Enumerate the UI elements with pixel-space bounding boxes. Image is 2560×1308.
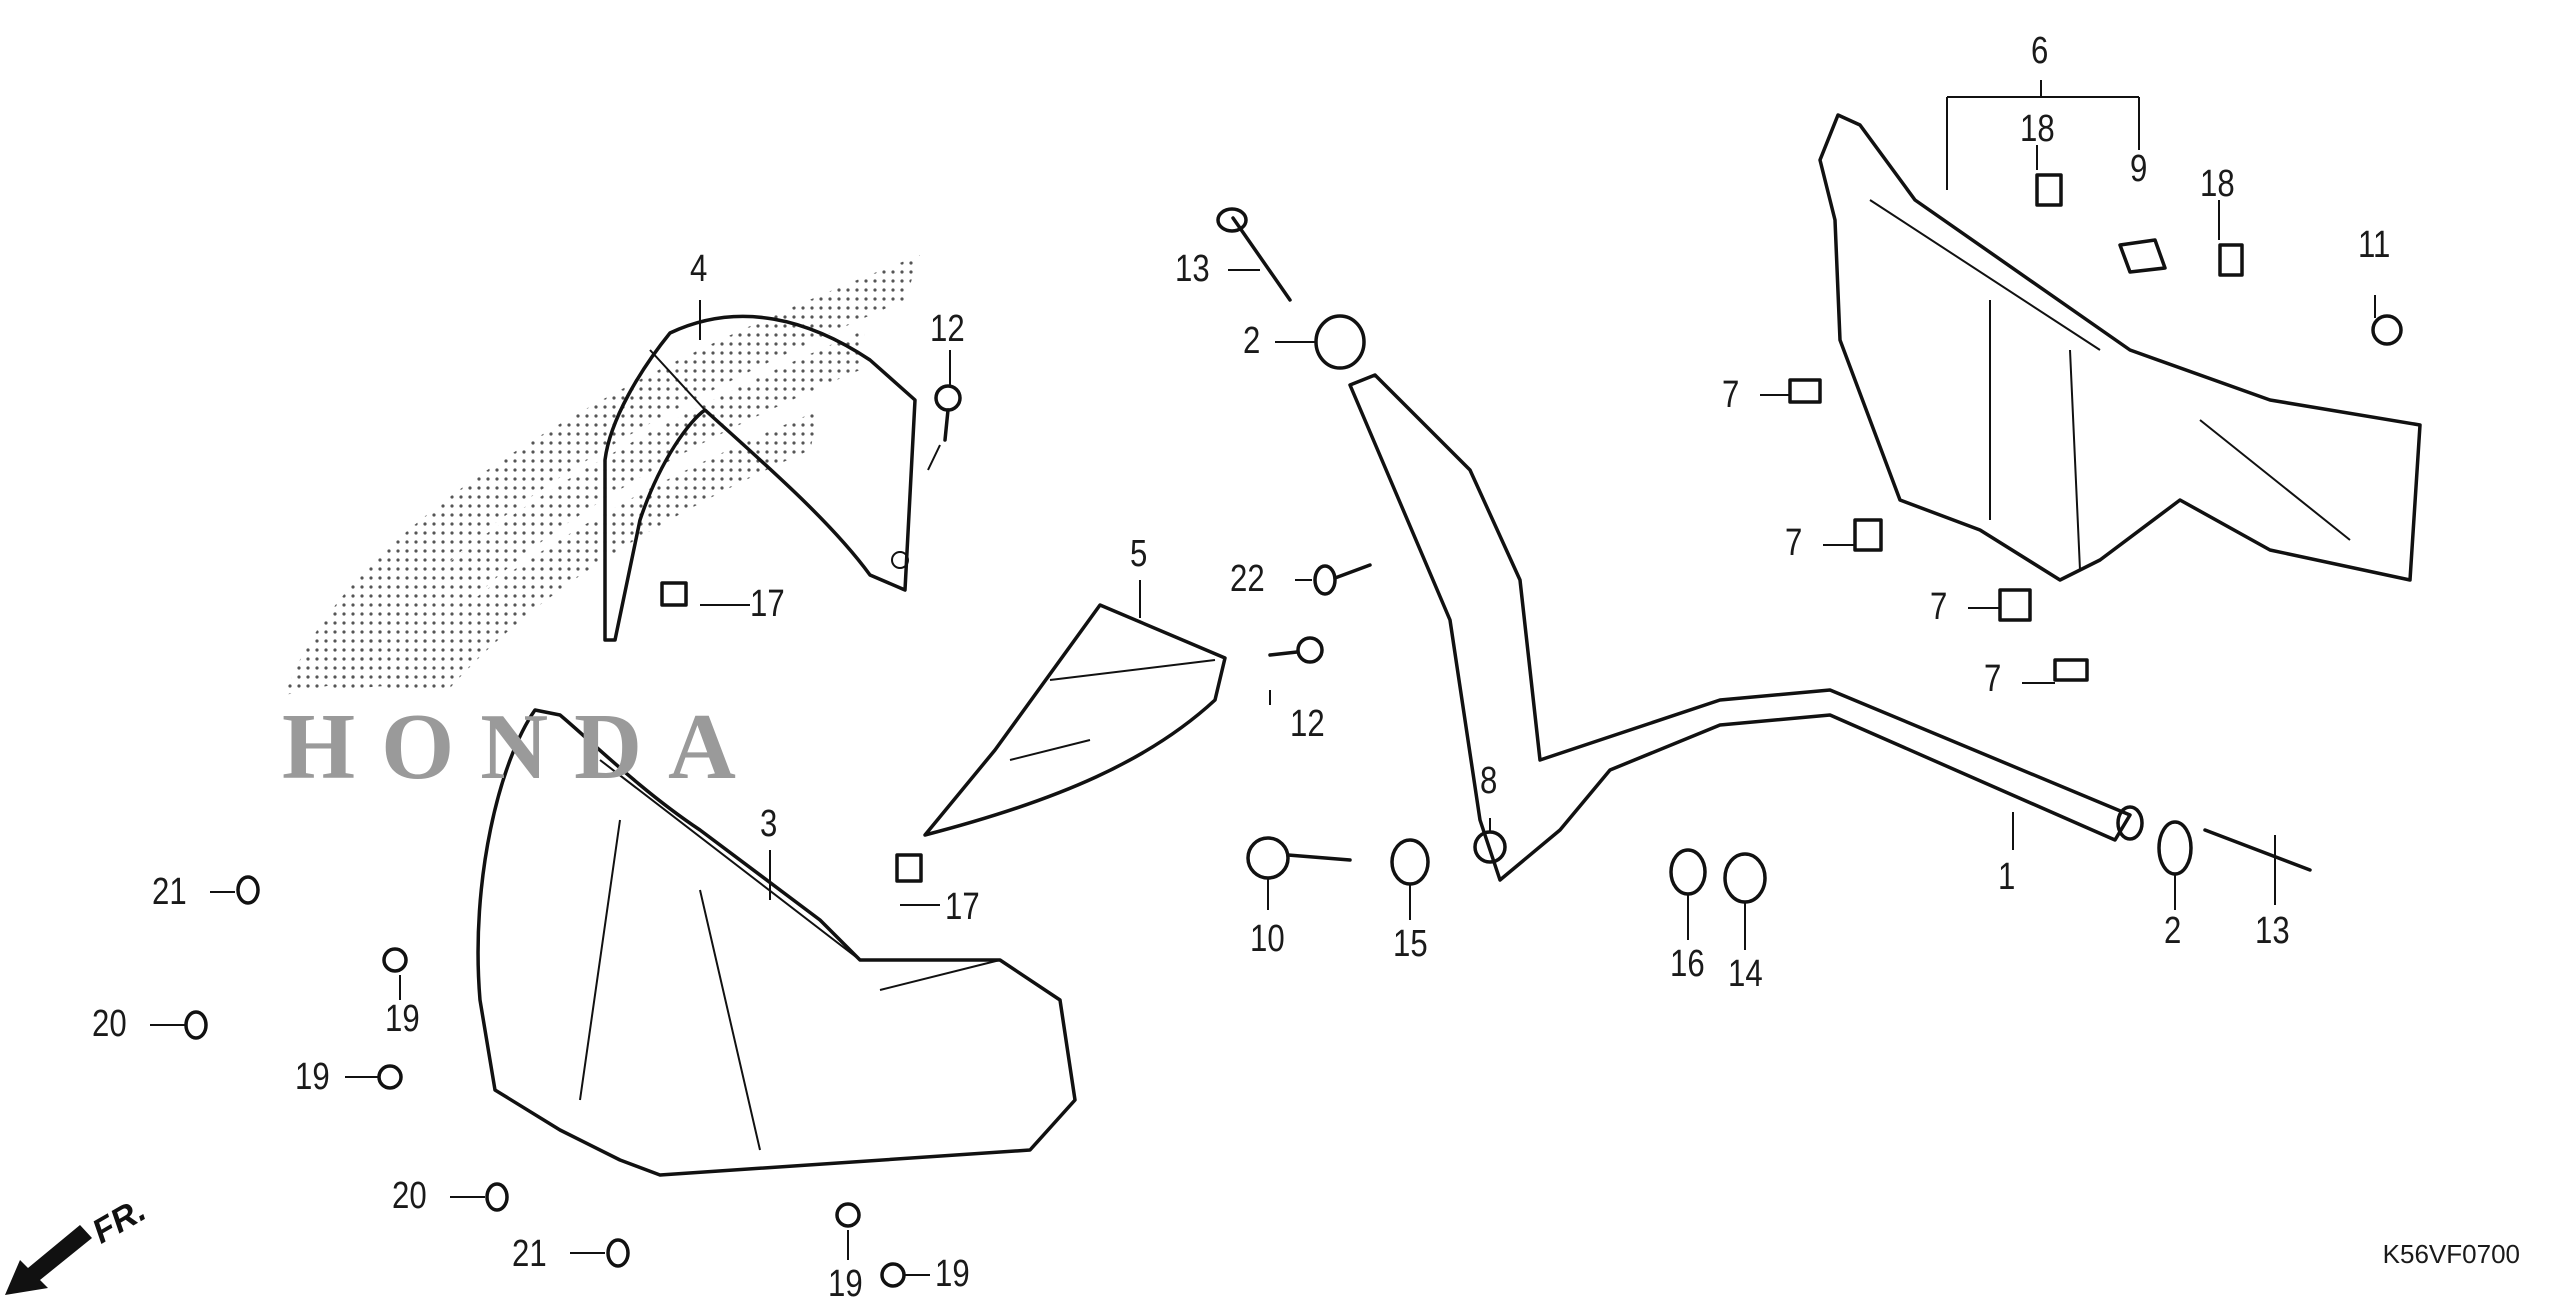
callout-7-d[interactable]: 7 xyxy=(1984,658,2002,700)
part-1-handlebar[interactable] xyxy=(1348,373,2144,882)
callout-15[interactable]: 15 xyxy=(1393,923,1428,965)
hardware xyxy=(184,173,2403,1288)
callout-17-center[interactable]: 17 xyxy=(945,886,980,928)
callout-9[interactable]: 9 xyxy=(2130,148,2148,190)
figure-code: K56VF0700 xyxy=(2382,1239,2520,1269)
callout-6[interactable]: 6 xyxy=(2031,30,2049,72)
honda-watermark-text: HONDA xyxy=(282,695,762,799)
callout-19-a[interactable]: 19 xyxy=(385,998,420,1040)
callout-4[interactable]: 4 xyxy=(690,248,708,290)
callout-2-top[interactable]: 2 xyxy=(1243,320,1261,362)
callout-7-a[interactable]: 7 xyxy=(1722,374,1740,416)
callout-20-a[interactable]: 20 xyxy=(92,1003,127,1045)
callout-5[interactable]: 5 xyxy=(1130,533,1148,575)
callout-22[interactable]: 22 xyxy=(1230,558,1265,600)
callout-2-right[interactable]: 2 xyxy=(2164,910,2182,952)
callout-19-b[interactable]: 19 xyxy=(295,1056,330,1098)
callout-1[interactable]: 1 xyxy=(1998,856,2016,898)
callout-19-c[interactable]: 19 xyxy=(828,1263,863,1305)
callout-21-b[interactable]: 21 xyxy=(512,1233,547,1275)
callout-14[interactable]: 14 xyxy=(1728,953,1763,995)
callout-11[interactable]: 11 xyxy=(2358,224,2391,266)
part-5-center-cover[interactable] xyxy=(923,603,1227,837)
leader-lines xyxy=(150,80,2376,1276)
callout-12-center[interactable]: 12 xyxy=(1290,703,1325,745)
callout-7-c[interactable]: 7 xyxy=(1930,586,1948,628)
callout-13-right[interactable]: 13 xyxy=(2255,910,2290,952)
front-direction-indicator: FR. xyxy=(0,1180,200,1300)
callout-18-a[interactable]: 18 xyxy=(2020,108,2055,150)
callout-10[interactable]: 10 xyxy=(1250,918,1285,960)
callout-17-top[interactable]: 17 xyxy=(750,583,785,625)
callout-16[interactable]: 16 xyxy=(1670,943,1705,985)
callout-13-top[interactable]: 13 xyxy=(1175,248,1210,290)
callout-20-b[interactable]: 20 xyxy=(392,1175,427,1217)
callout-21-a[interactable]: 21 xyxy=(152,871,187,913)
callout-18-b[interactable]: 18 xyxy=(2200,163,2235,205)
part-3-front-handlebar-cover[interactable] xyxy=(476,708,1077,1177)
callout-19-d[interactable]: 19 xyxy=(935,1253,970,1295)
front-arrow-icon xyxy=(5,1225,92,1295)
honda-watermark xyxy=(285,255,920,695)
callout-12-top[interactable]: 12 xyxy=(930,308,965,350)
part-4-upper-front-cover[interactable] xyxy=(603,314,917,642)
callout-3[interactable]: 3 xyxy=(760,803,778,845)
callout-7-b[interactable]: 7 xyxy=(1785,522,1803,564)
part-6-rear-handlebar-cover[interactable] xyxy=(1818,113,2422,582)
callout-8[interactable]: 8 xyxy=(1480,760,1498,802)
